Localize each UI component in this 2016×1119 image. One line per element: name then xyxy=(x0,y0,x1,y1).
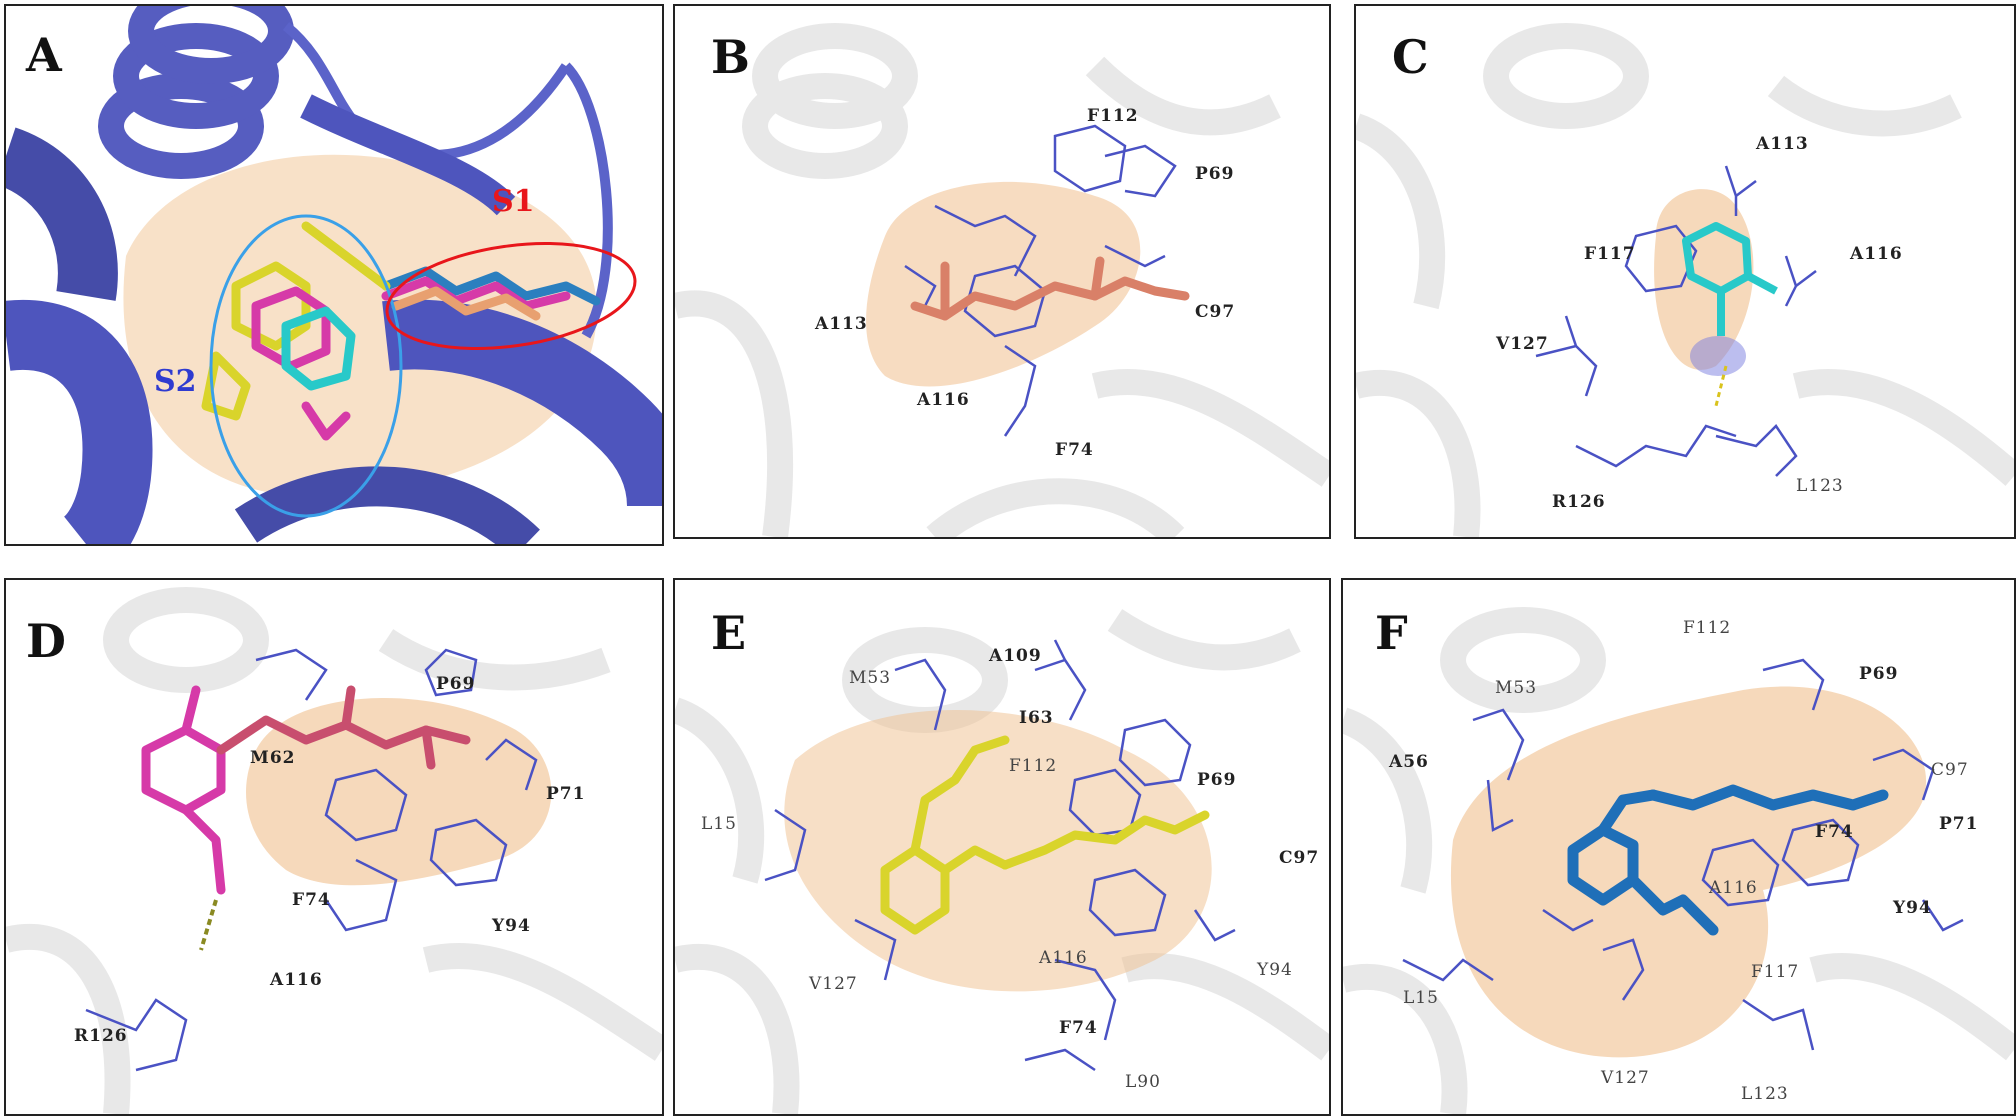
panel-a: A S1 S2 xyxy=(4,4,664,546)
residue-label: P69 xyxy=(1197,770,1237,790)
residue-label: L123 xyxy=(1796,476,1844,496)
residue-label: L123 xyxy=(1741,1084,1789,1104)
panel-e-label: E xyxy=(711,606,747,660)
residue-label: M62 xyxy=(250,748,296,768)
residue-label: C97 xyxy=(1931,760,1969,780)
residue-label: A113 xyxy=(815,314,868,334)
residue-label: A116 xyxy=(917,390,970,410)
panel-b-structure xyxy=(675,23,1329,537)
panel-b: B F112 P69 A113 C97 A116 F74 xyxy=(673,4,1331,539)
site-s1-label: S1 xyxy=(492,184,535,219)
residue-label: A116 xyxy=(270,970,323,990)
panel-e-structure xyxy=(675,609,1329,1114)
residue-label: V127 xyxy=(1496,334,1549,354)
residue-label: R126 xyxy=(1552,492,1606,512)
residue-label: I63 xyxy=(1019,708,1054,728)
panel-f: F F112 P69 M53 A56 C97 P71 F74 A116 Y94 … xyxy=(1341,578,2016,1116)
residue-label: P71 xyxy=(1939,814,1979,834)
residue-label: A116 xyxy=(1850,244,1903,264)
panel-a-structure xyxy=(6,6,662,544)
panel-f-label: F xyxy=(1375,606,1408,660)
panel-d: D P69 M62 P71 F74 Y94 A116 R126 xyxy=(4,578,664,1116)
residue-label: F74 xyxy=(1055,440,1094,460)
residue-label: C97 xyxy=(1279,848,1320,868)
residue-label: F117 xyxy=(1751,962,1800,982)
residue-label: L15 xyxy=(701,814,737,834)
panel-f-structure xyxy=(1343,607,2014,1114)
residue-label: A116 xyxy=(1709,878,1758,898)
panel-b-label: B xyxy=(711,30,750,84)
panel-e: E A109 M53 I63 F112 P69 L15 C97 V127 A11… xyxy=(673,578,1331,1116)
site-s2-label: S2 xyxy=(154,364,197,399)
residue-label: F112 xyxy=(1009,756,1058,776)
residue-label: M53 xyxy=(849,668,892,688)
panel-d-label: D xyxy=(26,614,66,668)
residue-label: P69 xyxy=(1859,664,1899,684)
residue-label: F74 xyxy=(1815,822,1854,842)
panel-c-structure xyxy=(1356,23,2014,537)
panel-c-label: C xyxy=(1392,30,1429,84)
panel-c: C A113 F117 A116 V127 R126 L123 xyxy=(1354,4,2016,539)
residue-label: Y94 xyxy=(492,916,531,936)
residue-label: F117 xyxy=(1584,244,1636,264)
residue-label: F112 xyxy=(1087,106,1139,126)
residue-label: F112 xyxy=(1683,618,1732,638)
residue-label: A56 xyxy=(1389,752,1429,772)
residue-label: Y94 xyxy=(1257,960,1293,980)
residue-label: A109 xyxy=(989,646,1042,666)
residue-label: M53 xyxy=(1495,678,1538,698)
residue-label: Y94 xyxy=(1893,898,1932,918)
residue-label: P71 xyxy=(546,784,586,804)
residue-label: L15 xyxy=(1403,988,1439,1008)
residue-label: C97 xyxy=(1195,302,1236,322)
residue-label: A116 xyxy=(1039,948,1088,968)
panel-d-structure xyxy=(6,587,662,1114)
panel-a-label: A xyxy=(26,28,62,82)
residue-label: R126 xyxy=(74,1026,128,1046)
residue-label: F74 xyxy=(1059,1018,1098,1038)
residue-label: V127 xyxy=(809,974,858,994)
residue-label: A113 xyxy=(1756,134,1809,154)
residue-label: V127 xyxy=(1601,1068,1650,1088)
residue-label: L90 xyxy=(1125,1072,1161,1092)
residue-label: P69 xyxy=(1195,164,1235,184)
residue-label: P69 xyxy=(436,674,476,694)
residue-label: F74 xyxy=(292,890,331,910)
